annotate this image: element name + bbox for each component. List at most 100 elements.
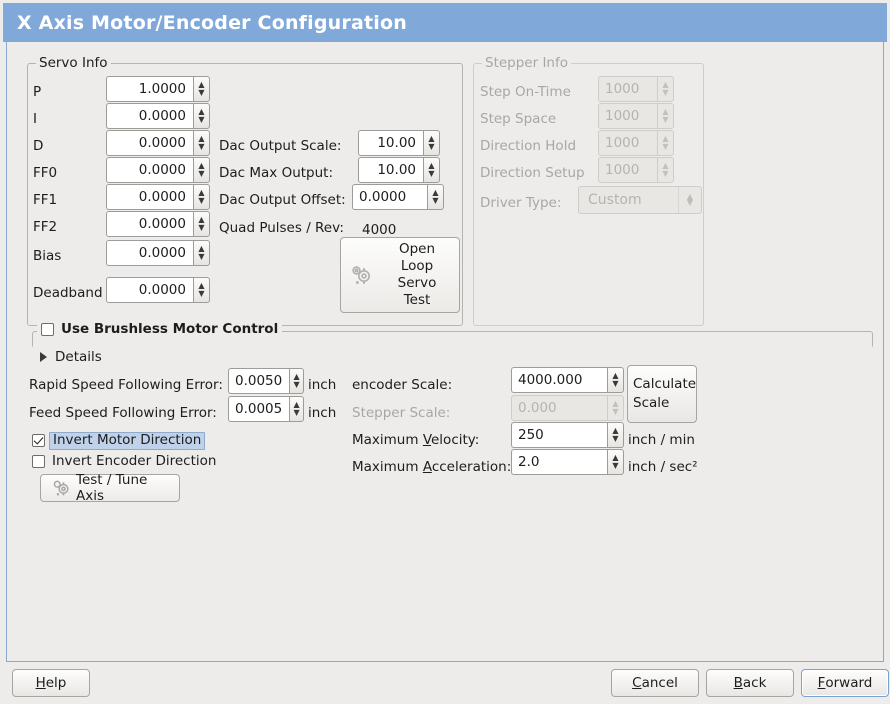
spin-up-icon[interactable]: ▲ bbox=[198, 161, 205, 170]
checkbox-box[interactable] bbox=[41, 323, 54, 337]
servo-spin-buttons-bias[interactable]: ▲▼ bbox=[193, 240, 210, 266]
use-brushless-motor-control-checkbox[interactable]: Use Brushless Motor Control bbox=[37, 322, 283, 337]
open-loop-line-1: Open bbox=[398, 241, 436, 257]
spin-down-icon[interactable]: ▼ bbox=[198, 223, 205, 232]
spin-up-icon[interactable]: ▲ bbox=[428, 134, 435, 143]
spin-up-icon[interactable]: ▲ bbox=[198, 80, 205, 89]
encoder-scale-spin-buttons[interactable]: ▲▼ bbox=[607, 367, 624, 393]
spin-up-icon[interactable]: ▲ bbox=[198, 134, 205, 143]
spin-down-icon[interactable]: ▼ bbox=[432, 196, 439, 205]
servo-spin-buttons-ff0[interactable]: ▲▼ bbox=[193, 157, 210, 183]
maximum-acceleration-input[interactable]: 2.0 ▲▼ bbox=[511, 449, 624, 475]
servo-input-i[interactable]: 0.0000 ▲▼ bbox=[106, 103, 210, 129]
spin-down-icon[interactable]: ▼ bbox=[198, 289, 205, 298]
spin-down-icon[interactable]: ▼ bbox=[612, 434, 619, 443]
spin-up-icon[interactable]: ▲ bbox=[198, 107, 205, 116]
feed-following-error-spin-buttons[interactable]: ▲▼ bbox=[289, 396, 304, 422]
spin-down-icon[interactable]: ▼ bbox=[612, 379, 619, 388]
dac-max-output-input[interactable]: 10.00 ▲▼ bbox=[358, 157, 440, 183]
servo-input-p[interactable]: 1.0000 ▲▼ bbox=[106, 76, 210, 102]
servo-input-ff1[interactable]: 0.0000 ▲▼ bbox=[106, 184, 210, 210]
step-space-value: 1000 bbox=[598, 103, 657, 129]
dac-output-offset-spin-buttons[interactable]: ▲▼ bbox=[427, 184, 444, 210]
servo-spin-buttons-d[interactable]: ▲▼ bbox=[193, 130, 210, 156]
servo-input-deadband[interactable]: 0.0000 ▲▼ bbox=[106, 277, 210, 303]
details-expander[interactable]: Details bbox=[32, 345, 873, 369]
spin-down-icon[interactable]: ▼ bbox=[198, 196, 205, 205]
open-loop-servo-test-button[interactable]: Open Loop Servo Test bbox=[340, 237, 460, 313]
spin-down-icon[interactable]: ▼ bbox=[293, 380, 300, 389]
feed-following-error-input[interactable]: 0.0005 ▲▼ bbox=[228, 396, 304, 422]
rapid-following-error-spin-buttons[interactable]: ▲▼ bbox=[289, 368, 304, 394]
spin-down-icon[interactable]: ▼ bbox=[428, 169, 435, 178]
servo-value-i[interactable]: 0.0000 bbox=[106, 103, 193, 129]
spin-down-icon[interactable]: ▼ bbox=[428, 142, 435, 151]
spin-down-icon: ▼ bbox=[662, 169, 669, 178]
servo-input-ff2[interactable]: 0.0000 ▲▼ bbox=[106, 211, 210, 237]
calculate-scale-button[interactable]: Calculate Scale bbox=[627, 365, 697, 423]
spin-up-icon[interactable]: ▲ bbox=[293, 400, 300, 409]
servo-value-p[interactable]: 1.0000 bbox=[106, 76, 193, 102]
encoder-scale-value[interactable]: 4000.000 bbox=[511, 367, 607, 393]
rapid-following-error-value[interactable]: 0.0050 bbox=[228, 368, 290, 394]
spin-down-icon[interactable]: ▼ bbox=[293, 408, 300, 417]
servo-spin-buttons-ff1[interactable]: ▲▼ bbox=[193, 184, 210, 210]
spin-down-icon[interactable]: ▼ bbox=[198, 169, 205, 178]
encoder-scale-input[interactable]: 4000.000 ▲▼ bbox=[511, 367, 624, 393]
invert-encoder-direction-checkbox[interactable]: Invert Encoder Direction bbox=[32, 454, 216, 469]
checkbox-box[interactable] bbox=[32, 455, 45, 469]
servo-value-ff1[interactable]: 0.0000 bbox=[106, 184, 193, 210]
servo-value-d[interactable]: 0.0000 bbox=[106, 130, 193, 156]
servo-spin-buttons-deadband[interactable]: ▲▼ bbox=[193, 277, 210, 303]
maximum-acceleration-value[interactable]: 2.0 bbox=[511, 449, 607, 475]
dac-output-scale-value[interactable]: 10.00 bbox=[358, 130, 423, 156]
spin-up-icon[interactable]: ▲ bbox=[198, 244, 205, 253]
maximum-velocity-spin-buttons[interactable]: ▲▼ bbox=[607, 422, 624, 448]
dac-output-scale-spin-buttons[interactable]: ▲▼ bbox=[423, 130, 440, 156]
servo-input-d[interactable]: 0.0000 ▲▼ bbox=[106, 130, 210, 156]
rapid-following-error-input[interactable]: 0.0050 ▲▼ bbox=[228, 368, 304, 394]
feed-following-error-value[interactable]: 0.0005 bbox=[228, 396, 290, 422]
spin-up-icon[interactable]: ▲ bbox=[293, 372, 300, 381]
spin-up-icon[interactable]: ▲ bbox=[198, 281, 205, 290]
spin-up-icon[interactable]: ▲ bbox=[612, 426, 619, 435]
invert-motor-direction-checkbox[interactable]: Invert Motor Direction bbox=[32, 432, 206, 450]
spin-down-icon[interactable]: ▼ bbox=[198, 115, 205, 124]
maximum-acceleration-spin-buttons[interactable]: ▲▼ bbox=[607, 449, 624, 475]
servo-value-ff2[interactable]: 0.0000 bbox=[106, 211, 193, 237]
servo-spin-buttons-ff2[interactable]: ▲▼ bbox=[193, 211, 210, 237]
spin-up-icon[interactable]: ▲ bbox=[432, 188, 439, 197]
servo-value-ff0[interactable]: 0.0000 bbox=[106, 157, 193, 183]
dac-output-scale-input[interactable]: 10.00 ▲▼ bbox=[358, 130, 440, 156]
servo-input-ff0[interactable]: 0.0000 ▲▼ bbox=[106, 157, 210, 183]
servo-spin-buttons-p[interactable]: ▲▼ bbox=[193, 76, 210, 102]
checkbox-box[interactable] bbox=[32, 434, 45, 448]
servo-spin-buttons-i[interactable]: ▲▼ bbox=[193, 103, 210, 129]
spin-up-icon[interactable]: ▲ bbox=[198, 215, 205, 224]
dac-max-output-value[interactable]: 10.00 bbox=[358, 157, 423, 183]
dac-output-offset-value[interactable]: 0.0000 bbox=[352, 184, 427, 210]
spin-up-icon[interactable]: ▲ bbox=[612, 453, 619, 462]
content-panel: Servo Info P I D FF0 FF1 FF2 Bias Deadba… bbox=[6, 42, 884, 662]
maximum-velocity-value[interactable]: 250 bbox=[511, 422, 607, 448]
spin-down-icon[interactable]: ▼ bbox=[612, 461, 619, 470]
spin-down-icon[interactable]: ▼ bbox=[198, 252, 205, 261]
spin-up-icon[interactable]: ▲ bbox=[198, 188, 205, 197]
maximum-velocity-input[interactable]: 250 ▲▼ bbox=[511, 422, 624, 448]
chevron-right-icon[interactable] bbox=[40, 352, 47, 362]
spin-down-icon[interactable]: ▼ bbox=[198, 142, 205, 151]
test-tune-axis-button[interactable]: Test / Tune Axis bbox=[40, 472, 180, 504]
servo-value-deadband[interactable]: 0.0000 bbox=[106, 277, 193, 303]
dac-output-offset-input[interactable]: 0.0000 ▲▼ bbox=[352, 184, 444, 210]
spin-down-icon[interactable]: ▼ bbox=[198, 88, 205, 97]
servo-input-bias[interactable]: 0.0000 ▲▼ bbox=[106, 240, 210, 266]
spin-up-icon[interactable]: ▲ bbox=[612, 371, 619, 380]
servo-value-bias[interactable]: 0.0000 bbox=[106, 240, 193, 266]
spin-up-icon[interactable]: ▲ bbox=[428, 161, 435, 170]
dac-max-output-spin-buttons[interactable]: ▲▼ bbox=[423, 157, 440, 183]
